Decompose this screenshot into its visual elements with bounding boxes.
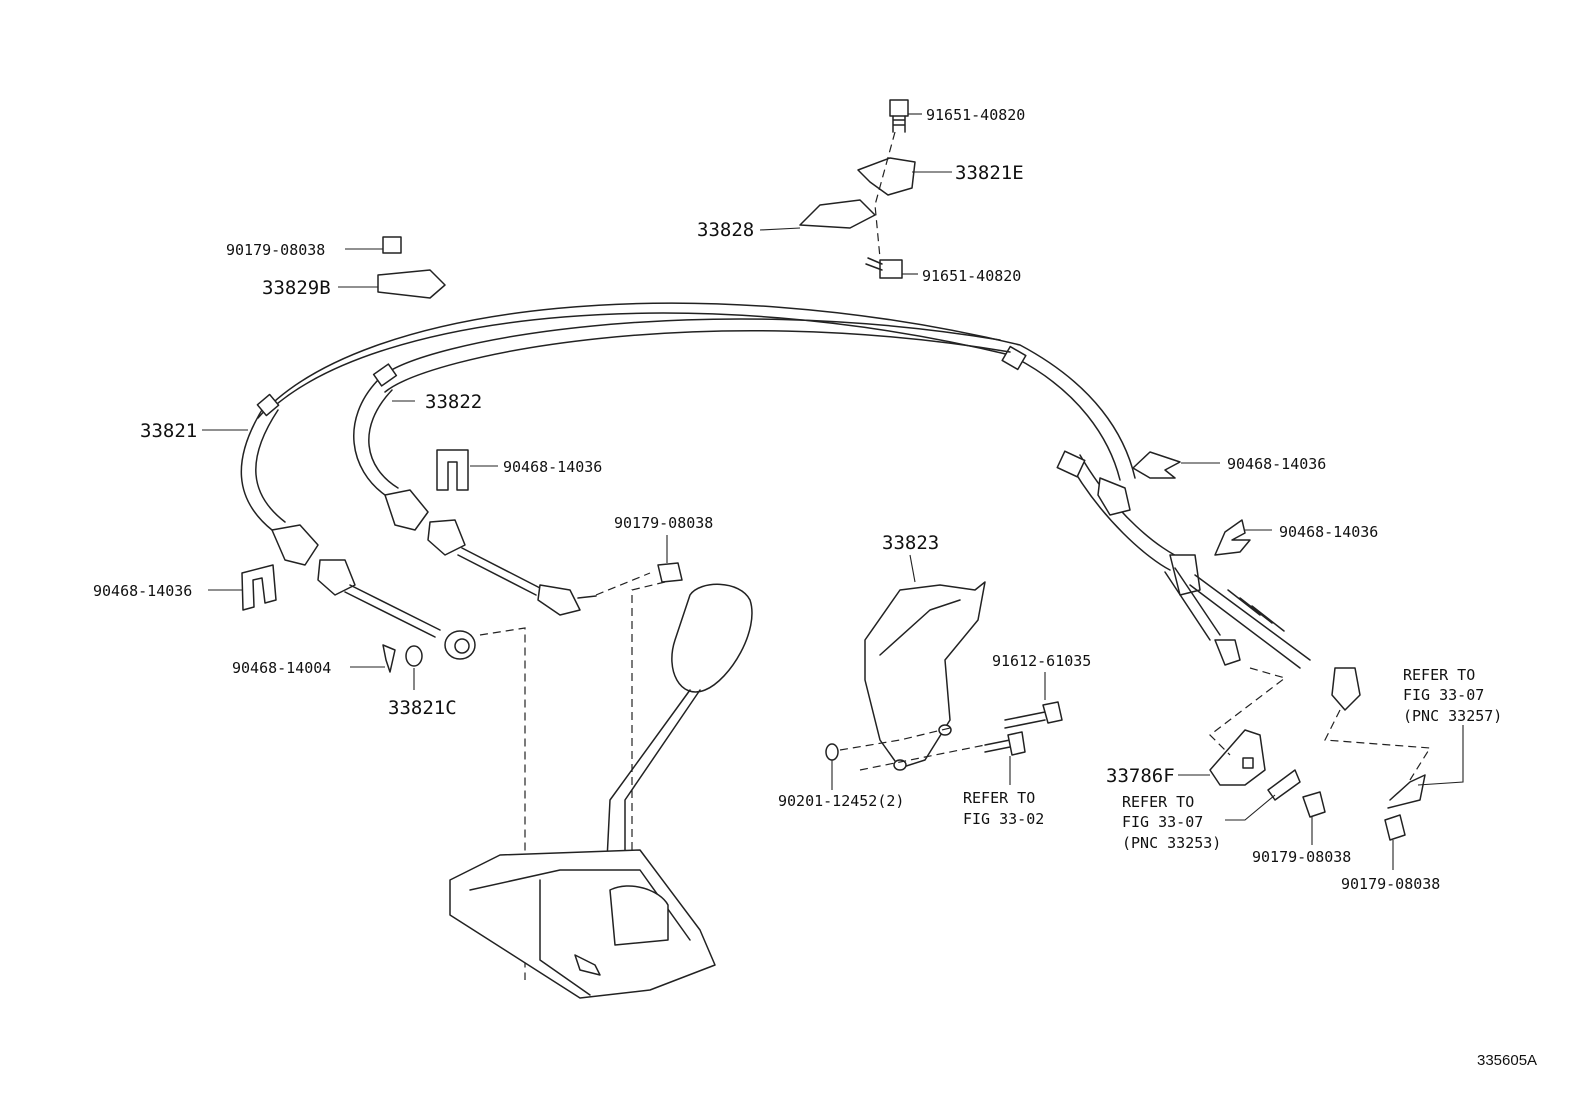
label-33821E: 33821E xyxy=(955,162,1024,184)
label-bolt-91612: 91612-61035 xyxy=(992,652,1091,670)
label-refer-33-02-line1: REFER TO xyxy=(963,789,1035,807)
clip-right-upper xyxy=(1132,451,1181,479)
label-clip-pin: 90468-14004 xyxy=(232,659,331,677)
nut-right-b xyxy=(1384,814,1406,841)
bolt-91612-shank xyxy=(1004,711,1046,729)
label-refer-33257-line2: FIG 33-07 xyxy=(1403,686,1484,704)
label-nut-left-top: 90179-08038 xyxy=(226,241,325,259)
nut-left-top xyxy=(382,236,402,254)
label-refer-33257-line1: REFER TO xyxy=(1403,666,1475,684)
label-bolt-top: 91651-40820 xyxy=(926,106,1025,124)
clips xyxy=(241,449,1251,673)
label-nut-right-b: 90179-08038 xyxy=(1341,875,1440,893)
bracket-33828 xyxy=(799,199,876,229)
part-labels: 91651-40820 33821E 33828 91651-40820 901… xyxy=(93,106,1537,1069)
label-33821C: 33821C xyxy=(388,697,457,719)
label-nut-90201: 90201-12452(2) xyxy=(778,792,904,810)
right-brackets xyxy=(1209,667,1432,841)
figure-id: 335605A xyxy=(1477,1052,1537,1069)
cable-33822 xyxy=(353,318,1011,616)
label-33821: 33821 xyxy=(140,420,197,442)
bracket-33823-assembly xyxy=(825,581,1063,771)
bolt-head-mid xyxy=(879,259,903,279)
washer-33821C xyxy=(405,645,423,667)
label-clip-left-lower: 90468-14036 xyxy=(93,582,192,600)
label-33822: 33822 xyxy=(425,391,482,413)
label-33829B: 33829B xyxy=(262,277,331,299)
label-clip-right-upper: 90468-14036 xyxy=(1227,455,1326,473)
bracket-33786F xyxy=(1209,729,1266,786)
cable-right-ends xyxy=(1056,450,1361,711)
label-nut-center: 90179-08038 xyxy=(614,514,713,532)
label-33823: 33823 xyxy=(882,532,939,554)
shift-base xyxy=(449,849,716,999)
label-33828: 33828 xyxy=(697,219,754,241)
clip-left-upper xyxy=(436,449,469,491)
label-clip-right-lower: 90468-14036 xyxy=(1279,523,1378,541)
retainer-33829B xyxy=(377,269,446,299)
nut-right-a xyxy=(1302,791,1326,818)
clip-left-lower xyxy=(241,564,277,611)
bracket-33823 xyxy=(864,581,986,769)
leader-lines xyxy=(202,113,1464,870)
nut-90201 xyxy=(825,743,839,761)
label-refer-33253-line3: (PNC 33253) xyxy=(1122,834,1221,852)
cable-33821 xyxy=(240,302,1136,660)
label-33786F: 33786F xyxy=(1106,765,1175,787)
label-refer-33253-line2: FIG 33-07 xyxy=(1122,813,1203,831)
shift-lever-assembly xyxy=(449,562,753,999)
label-bolt-mid: 91651-40820 xyxy=(922,267,1021,285)
label-refer-33253-line1: REFER TO xyxy=(1122,793,1194,811)
nut-center xyxy=(657,562,683,583)
label-nut-right-a: 90179-08038 xyxy=(1252,848,1351,866)
label-refer-33257-line3: (PNC 33257) xyxy=(1403,707,1502,725)
bracket-assembly-top xyxy=(377,99,916,299)
label-refer-33-02-line2: FIG 33-02 xyxy=(963,810,1044,828)
bolt-head-top xyxy=(889,99,909,117)
clip-right-lower xyxy=(1214,519,1251,556)
shift-knob xyxy=(671,583,753,693)
clip-pin xyxy=(382,644,396,673)
bracket-refer-33253 xyxy=(1267,769,1301,801)
bracket-33821E xyxy=(857,157,916,196)
label-clip-left-upper: 90468-14036 xyxy=(503,458,602,476)
